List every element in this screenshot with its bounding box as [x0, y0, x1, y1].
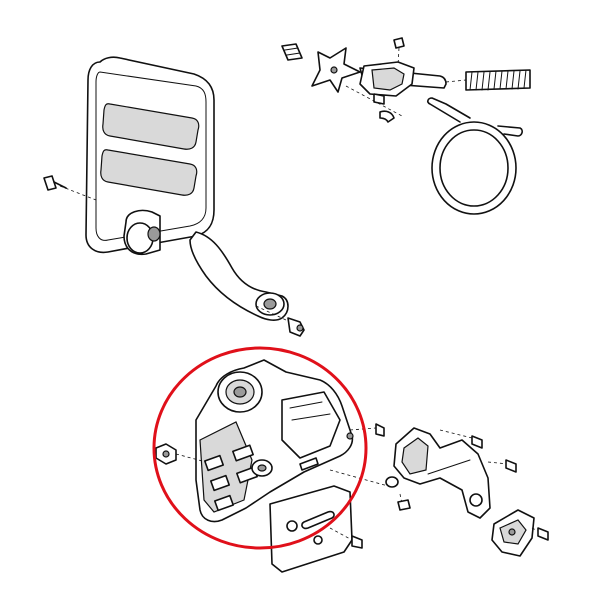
- highlight-circle: [152, 346, 368, 550]
- brake-spring: [445, 69, 531, 91]
- screw-guard-arm: [255, 305, 305, 337]
- front-hand-guard: [85, 56, 289, 321]
- screw-guard-left: [43, 175, 97, 201]
- screws-bracket: [397, 429, 517, 511]
- chain-catcher-bracket: [385, 427, 491, 519]
- chain-catcher: [491, 509, 549, 557]
- brake-lever-linkage: [281, 37, 447, 123]
- brake-band: [427, 97, 523, 215]
- chain-brake-housing-cover: [195, 359, 354, 523]
- cover-plate: [269, 485, 353, 573]
- screw-plate: [329, 527, 363, 549]
